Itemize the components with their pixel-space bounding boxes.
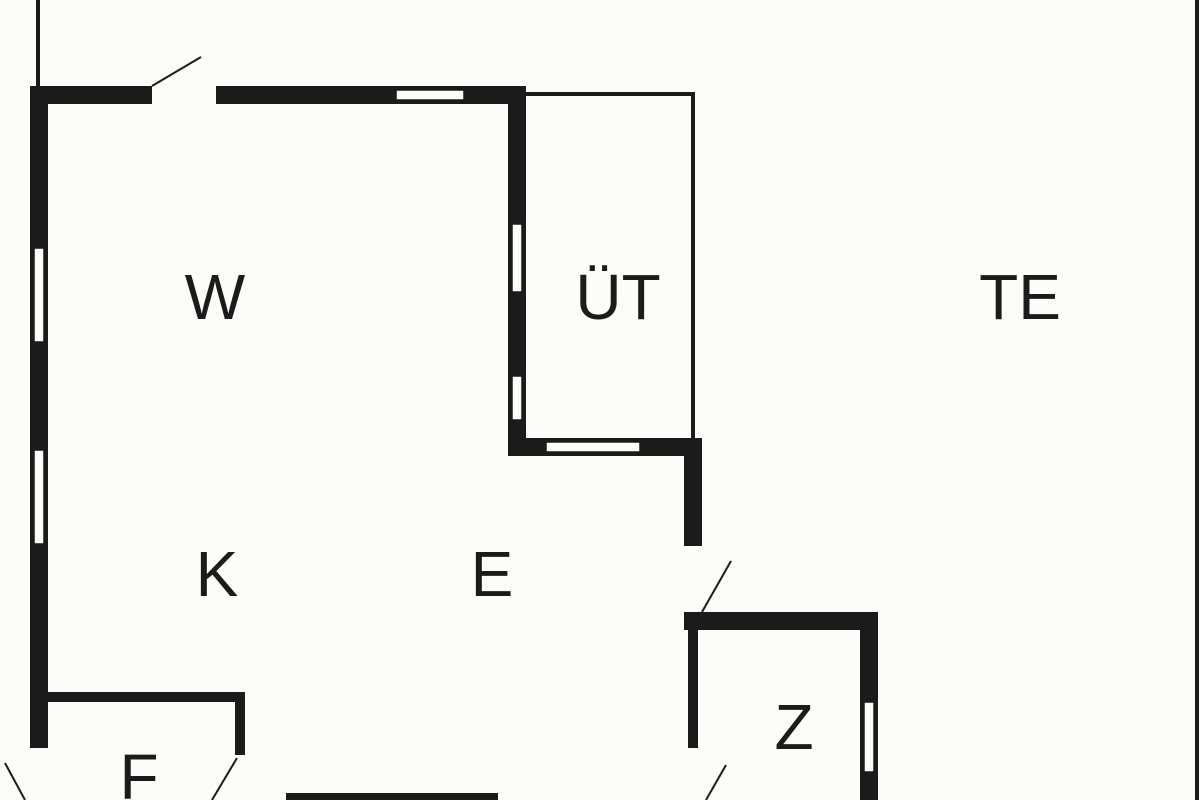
window-inner-lower bbox=[511, 375, 523, 421]
room-label-ut: ÜT bbox=[575, 261, 660, 333]
top-wall-left bbox=[30, 86, 152, 104]
room-label-te: TE bbox=[979, 261, 1061, 333]
windows bbox=[33, 89, 875, 773]
window-z-right bbox=[863, 701, 875, 773]
f-top-wall bbox=[30, 692, 245, 702]
room-label-f: F bbox=[119, 741, 158, 800]
window-left-upper bbox=[33, 247, 45, 343]
room-label-w: W bbox=[185, 261, 246, 333]
z-top-wall bbox=[684, 612, 878, 630]
window-inner-upper bbox=[511, 223, 523, 293]
door-top bbox=[151, 56, 202, 87]
room-labels: W ÜT TE K E Z F bbox=[119, 261, 1060, 800]
door-f bbox=[211, 757, 238, 800]
room-label-k: K bbox=[196, 538, 239, 610]
door-z-bottom bbox=[705, 764, 727, 800]
thin-walls bbox=[36, 0, 1199, 800]
window-ut-bottom bbox=[545, 441, 641, 453]
e-right-wall bbox=[684, 438, 702, 546]
door-e-right bbox=[701, 560, 732, 613]
f-right-wall bbox=[235, 692, 245, 755]
doors bbox=[4, 56, 732, 800]
room-label-z: Z bbox=[774, 691, 813, 763]
door-left-bottom bbox=[4, 762, 26, 800]
window-left-lower bbox=[33, 449, 45, 545]
z-left-wall bbox=[688, 612, 698, 748]
bottom-wall-segment bbox=[286, 793, 498, 800]
window-top bbox=[395, 89, 465, 101]
top-wall-right bbox=[216, 86, 526, 104]
left-wall bbox=[30, 86, 48, 748]
room-label-e: E bbox=[471, 538, 514, 610]
